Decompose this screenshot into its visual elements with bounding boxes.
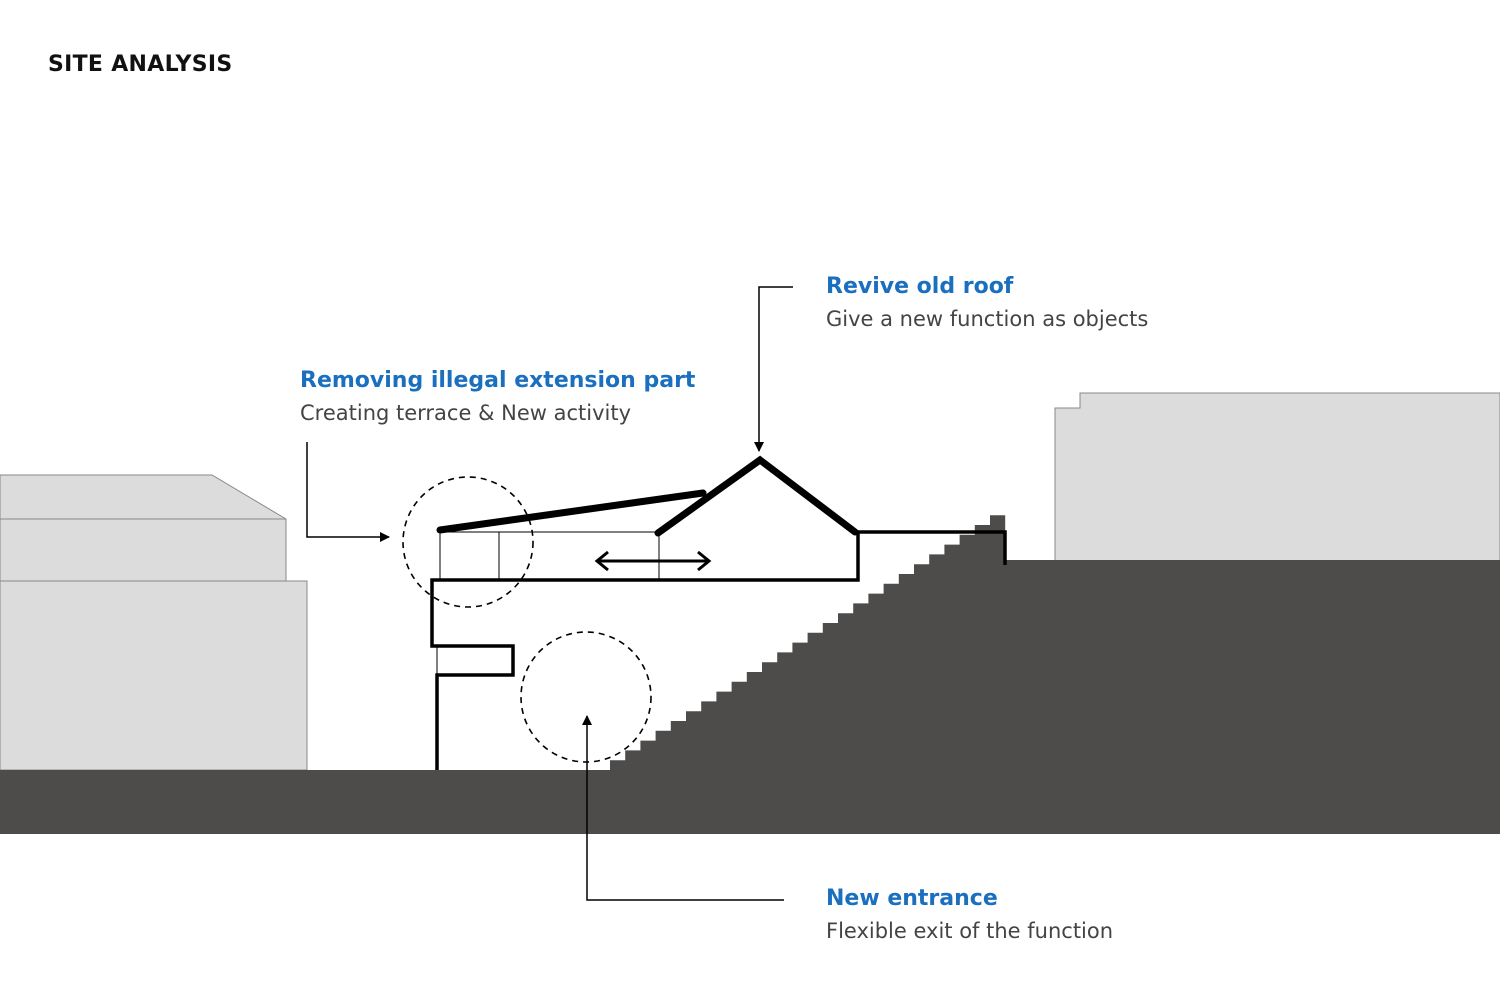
double-arrow-icon xyxy=(594,550,712,572)
right-neighbor-building xyxy=(1054,392,1500,563)
building-outline xyxy=(430,530,1007,770)
entrance-annotation-subtitle: Flexible exit of the function xyxy=(826,919,1114,943)
old-pitched-roof xyxy=(654,455,859,537)
entrance-leader-line xyxy=(582,715,784,901)
extension-highlight-circle xyxy=(402,476,534,608)
entrance-annotation-title: New entrance xyxy=(826,886,998,911)
extension-annotation-subtitle: Creating terrace & New activity xyxy=(300,401,632,425)
extension-annotation-title: Removing illegal extension part xyxy=(300,368,696,393)
extension-leader-line xyxy=(306,442,390,542)
left-building-lower xyxy=(0,580,308,771)
leader-lines xyxy=(306,286,793,901)
roof-leader-line xyxy=(754,286,793,452)
roof-annotation-title: Revive old roof xyxy=(826,274,1014,299)
extension-outline xyxy=(436,531,660,675)
entrance-highlight-circle xyxy=(520,631,652,763)
page-title: SITE ANALYSIS xyxy=(48,52,233,77)
left-neighbor-buildings xyxy=(0,474,308,771)
ground-section xyxy=(0,515,1500,834)
roof-annotation-subtitle: Give a new function as objects xyxy=(826,307,1149,331)
old-flat-roof xyxy=(436,489,707,534)
left-building-upper xyxy=(0,474,287,582)
